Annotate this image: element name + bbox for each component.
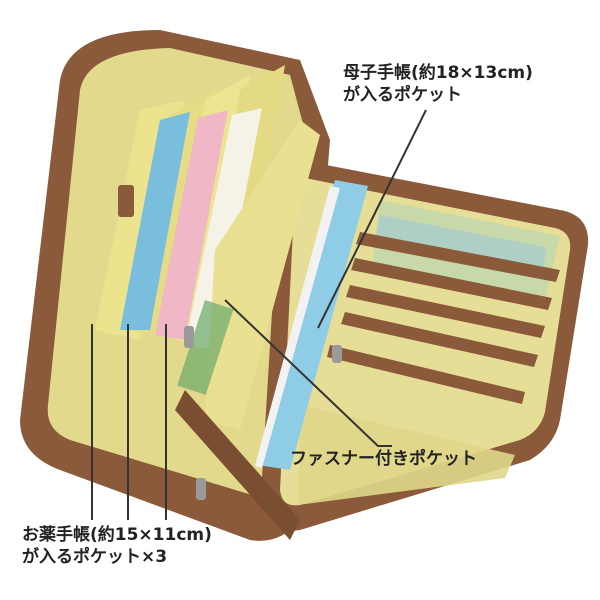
- zipper-pocket-label: ファスナー付きポケット: [290, 448, 477, 470]
- zipper-pull-middle: [184, 326, 194, 348]
- medicine-pocket-label-line1: お薬手帳(約15×11cm): [22, 525, 212, 545]
- boshi-pocket-label-line2: が入るポケット: [343, 85, 462, 105]
- card-slot-4: [341, 312, 538, 367]
- zipper-pull-right: [332, 345, 342, 363]
- booklet-blue-right-edge: [255, 186, 340, 468]
- pointer-boshi-pocket: [317, 109, 427, 329]
- zipper-pocket-band: [327, 345, 525, 404]
- booklet-blue-left: [120, 112, 190, 330]
- booklet-right-stripe: [376, 215, 547, 268]
- zipper-pull-bottom: [196, 478, 206, 500]
- card-slot-1: [356, 232, 560, 282]
- booklet-pink-left: [155, 110, 228, 340]
- medicine-pocket-label-line2: が入るポケット×3: [22, 547, 168, 567]
- mesh-pocket: [298, 405, 515, 505]
- booklet-blue-right: [258, 180, 368, 470]
- boshi-pocket-label-line1: 母子手帳(約18×13cm): [343, 63, 533, 83]
- strap-tab: [118, 185, 134, 217]
- boshi-pocket-label: 母子手帳(約18×13cm) が入るポケット: [343, 62, 533, 106]
- card-slot-3: [346, 285, 545, 338]
- middle-zipper-pocket: [205, 120, 320, 430]
- colored-pencils: [177, 300, 234, 395]
- medicine-pocket-label: お薬手帳(約15×11cm) が入るポケット×3: [22, 524, 212, 568]
- card-slot-2: [351, 258, 552, 310]
- zipper-pocket-label-line1: ファスナー付きポケット: [290, 449, 477, 469]
- booklet-white-left: [185, 108, 262, 350]
- pointer-zipper-pocket: [224, 299, 392, 447]
- case-spine: [175, 390, 300, 540]
